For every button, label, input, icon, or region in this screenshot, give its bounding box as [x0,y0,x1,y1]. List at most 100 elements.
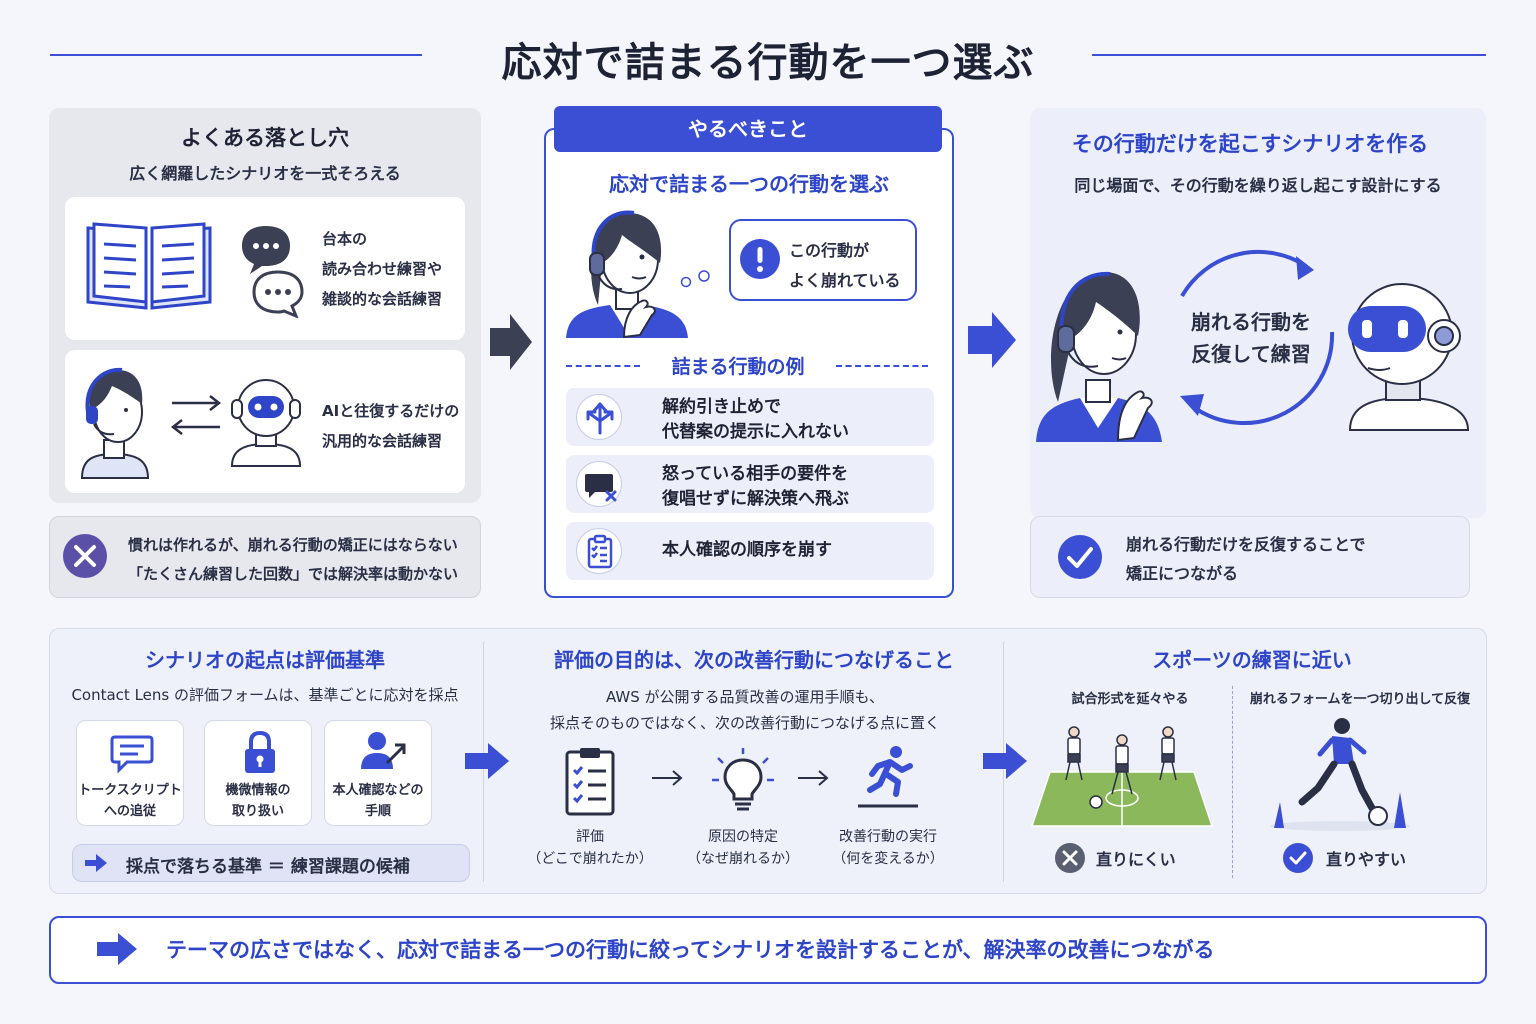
examples-dash-left [566,365,640,367]
example-icon-wrap [576,461,622,507]
equation-arrow-icon [84,853,108,873]
example-card-2 [566,455,934,513]
scenario-subheading: 同じ場面で、その行動を繰り返し起こす設計にする [1074,176,1442,195]
flow-arrow-1 [488,312,534,372]
title-rule-right [1092,54,1486,56]
sports-right-result: 直りやすい [1326,850,1407,869]
criteria-line: 取り扱い [231,803,284,819]
example-text-2: 怒っている相手の要件を 復唱せずに解決策へ飛ぶ [662,462,849,511]
criteria-text: Contact Lens の評価フォームは、基準ごとに応対を採点 [71,686,459,704]
cycle-line: 崩れる行動を [1191,310,1311,334]
action-heading: 応対で詰まる一つの行動を選ぶ [609,172,889,196]
step-label: 改善行動の実行（何を変えるか） [818,826,958,871]
example-line: 復唱せずに解決策へ飛ぶ [662,488,849,509]
clipboard-check-icon [587,534,613,569]
thinking-operator-icon [562,205,692,340]
title-rule-left [50,54,422,56]
criteria-heading: シナリオの起点は評価基準 [145,648,385,672]
x-circle-icon [62,533,108,579]
conclusion-box [49,916,1487,984]
conclusion-arrow-icon [96,932,138,966]
check-circle-icon [1057,534,1103,580]
soccer-match-image [1030,716,1214,828]
purpose-text: AWS が公開する品質改善の運用手順も、 採点そのものではなく、次の改善行動につ… [490,684,1000,737]
criteria-line: トークスクリプト [78,783,182,798]
criteria-line: への追従 [103,803,156,819]
pitfall-heading: よくある落とし穴 [181,126,349,150]
card2-line: 汎用的な会話練習 [322,432,443,450]
chat-lines-icon [109,733,155,775]
criteria-line: 手順 [364,803,391,819]
sports-heading: スポーツの練習に近い [1152,648,1352,672]
result-text: 崩れる行動だけを反復することで 矯正につながる [1126,531,1366,589]
example-card-3 [566,522,934,580]
warning-line: 「たくさん練習した回数」では解決率は動かない [128,564,459,583]
equation-text: 採点で落ちる基準 ＝ 練習課題の候補 [126,857,410,877]
step-line: （なぜ崩れるか） [687,851,799,868]
user-check-icon [359,729,407,775]
purpose-line: AWS が公開する品質改善の運用手順も、 [605,688,885,706]
purpose-line: 採点そのものではなく、次の改善行動につなげる点に置く [549,714,940,733]
bubble-line: この行動が [789,241,870,260]
warning-text: 慣れは作れるが、崩れる行動の矯正にはならない 「たくさん練習した回数」では解決率… [128,531,458,588]
operator-avatar-icon [74,360,154,482]
todo-badge: やるべきこと [554,106,942,152]
warning-line: 慣れは作れるが、崩れる行動の矯正にはならない [128,536,458,554]
result-line: 崩れる行動だけを反復することで [1126,535,1366,554]
criteria-card-2: 機微情報の取り扱い [204,720,312,826]
example-icon-wrap [576,528,622,574]
card1-line: 雑談的な会話練習 [322,290,443,308]
lock-icon [241,729,279,777]
soccer-drill-image [1260,716,1420,832]
warning-box [49,516,481,598]
repeat-cycle-icon [1146,236,1346,446]
example-line: 怒っている相手の要件を [662,464,849,484]
chat-x-icon [585,474,617,502]
examples-dash-right [836,365,928,367]
result-box [1030,516,1470,598]
example-icon-wrap [576,394,622,440]
card2-line: AIと往復するだけの [322,402,460,420]
criteria-line: 機微情報の [225,783,291,798]
pitfall-subheading: 広く網羅したシナリオを一式そろえる [129,164,401,183]
robot-icon [226,372,306,468]
sports-left-label: 試合形式を延々やる [1071,692,1189,707]
thought-dots [680,268,724,288]
example-line: 本人確認の順序を崩す [662,540,832,560]
action-panel [544,128,954,598]
step-arrow-1 [650,768,684,788]
cycle-line: 反復して練習 [1191,342,1311,366]
bottom-arrow-2 [982,742,1028,780]
flow-arrow-2 [966,310,1018,370]
card1-text: 台本の 読み合わせ練習や 雑談的な会話練習 [322,224,442,314]
example-card-1 [566,388,934,446]
criteria-card-label: トークスクリプトへの追従 [77,781,183,823]
step-label: 原因の特定（なぜ崩れるか） [673,826,813,871]
criteria-card-1: トークスクリプトへの追従 [76,720,184,826]
sports-right-label: 崩れるフォームを一つ切り出して反復 [1249,692,1471,707]
exclamation-icon [739,238,781,280]
step-line: （どこで崩れたか） [527,851,653,868]
operator-large-icon [1034,262,1164,444]
page-title: 応対で詰まる行動を一つ選ぶ [501,40,1035,86]
result-line: 矯正につながる [1126,563,1239,583]
example-line: 代替案の提示に入れない [662,421,849,442]
examples-title: 詰まる行動の例 [671,356,805,378]
runner-icon [856,744,920,812]
criteria-card-label: 機微情報の取り扱い [205,781,311,823]
check-circle-small-icon [1282,842,1314,874]
checklist-icon [564,746,616,818]
criteria-line: 本人確認などの [332,783,424,798]
lightbulb-icon [710,746,776,816]
sports-left-result: 直りにくい [1096,850,1176,869]
bottom-arrow-1 [464,742,510,780]
exchange-arrows-icon [168,393,224,437]
chat-bubbles-icon [240,222,306,318]
scenario-heading: その行動だけを起こすシナリオを作る [1071,132,1429,156]
step-arrow-2 [796,768,830,788]
equation-box [72,844,470,882]
card2-text: AIと往復するだけの 汎用的な会話練習 [322,396,459,456]
purpose-heading: 評価の目的は、次の改善行動につなげること [554,648,954,672]
example-line: 解約引き止めで [662,397,781,417]
example-text-1: 解約引き止めで 代替案の提示に入れない [662,395,849,444]
